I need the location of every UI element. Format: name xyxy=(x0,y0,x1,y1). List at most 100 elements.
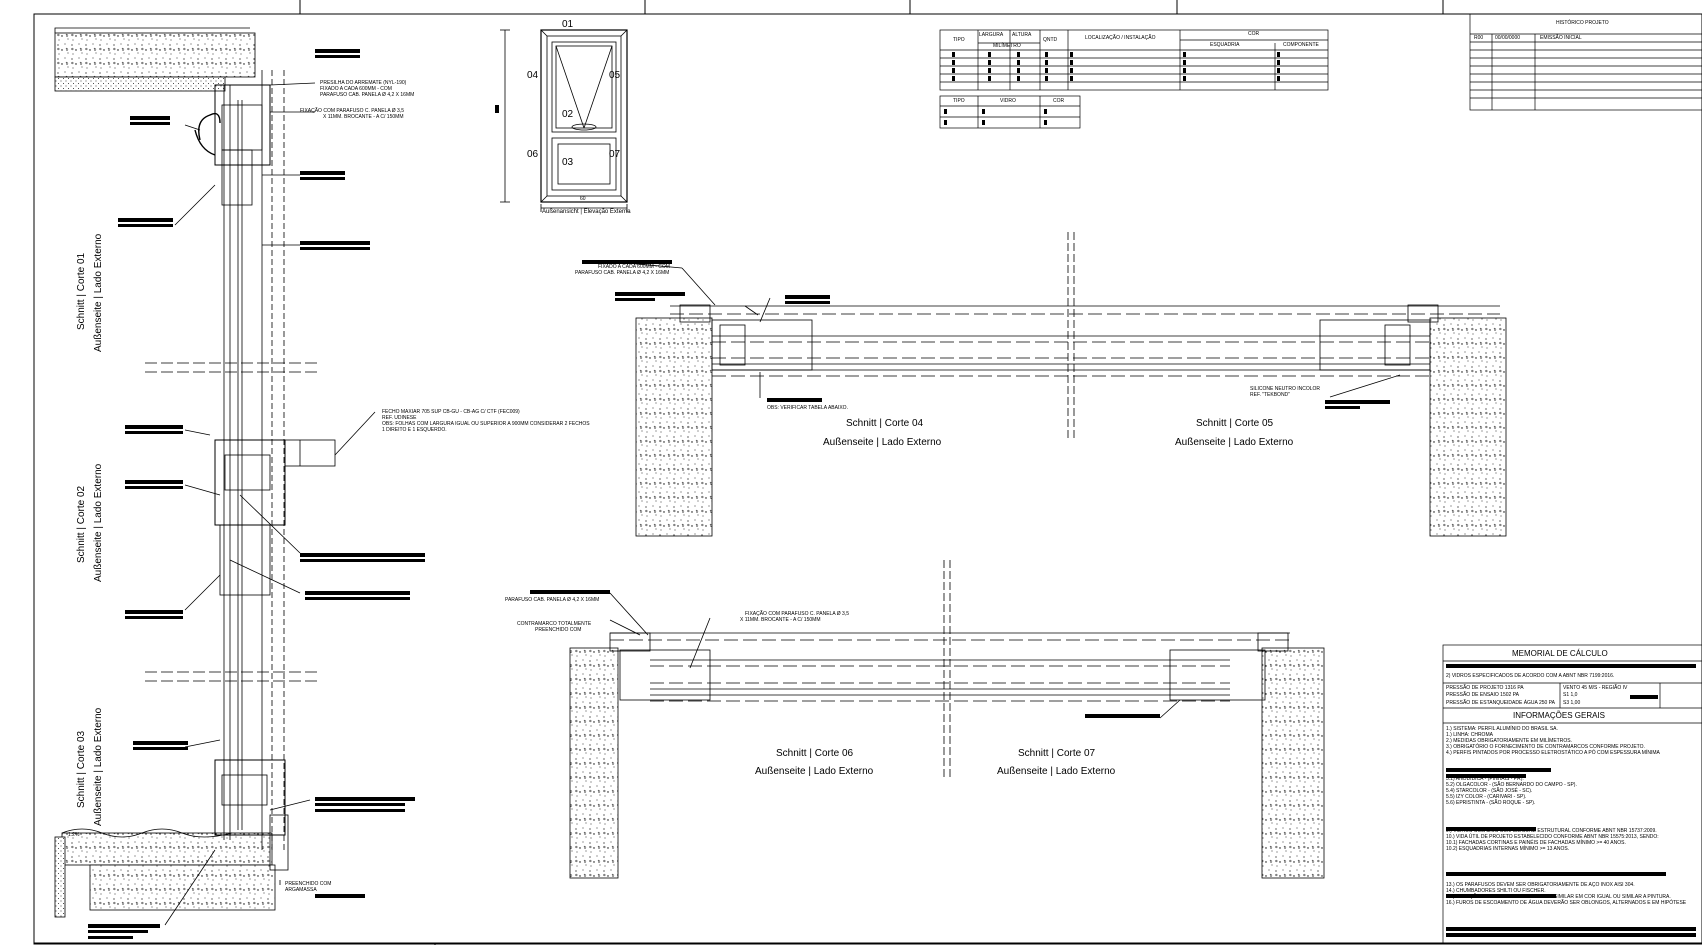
corte01-side: Außenseite | Lado Externo xyxy=(93,233,104,352)
memorial-p3: PRESSÃO DE ESTANQUEIDADE ÁGUA 250 PA xyxy=(1446,700,1556,706)
spec-sub-componente: COMPONENTE xyxy=(1283,42,1319,48)
note-fixacao-h2b: X 11MM. BROCANTE - A C/ 150MM xyxy=(740,617,821,623)
info-line: 1.) LINHA: CHROMA xyxy=(1446,732,1493,738)
elev-mark-04: 04 xyxy=(527,70,539,81)
note-obs-tabela: OBS: VERIFICAR TABELA ABAIXO. xyxy=(767,405,848,411)
note-argamassa: ARGAMASSA xyxy=(285,887,317,893)
elev-mark-03: 03 xyxy=(562,157,574,168)
note-silicone: SILICONE NEUTRO INCOLOR xyxy=(1250,386,1321,392)
note-tekbond: REF. "TEKBOND" xyxy=(1250,392,1290,398)
info-line: 15.) VEDAÇÃO COM SILICONE TEKBOND OU SIM… xyxy=(1446,894,1671,900)
memorial-line1: 2) VIDROS ESPECIFICADOS DE ACORDO COM A … xyxy=(1446,673,1615,679)
corte05-label: Schnitt | Corte 05 xyxy=(1196,418,1274,429)
glass-header-cor: COR xyxy=(1053,98,1065,104)
spec-header-local: LOCALIZAÇÃO / INSTALAÇÃO xyxy=(1085,35,1156,41)
note-ref-udinese: REF. UDINESE xyxy=(382,415,417,421)
glass-header-tipo: TIPO xyxy=(953,98,965,104)
memorial-p1: PRESSÃO DE PROJETO 1316 PA xyxy=(1446,685,1524,691)
info-line: 9.) VIDROS COLADOS COM SILICONE ESTRUTUR… xyxy=(1446,828,1657,834)
corte06-side: Außenseite | Lado Externo xyxy=(755,766,874,777)
history-rev: R00 xyxy=(1474,35,1484,41)
elev-mark-07: 07 xyxy=(609,149,621,160)
note-preenchido-h2: PREENCHIDO COM xyxy=(535,627,582,633)
note-parafuso-h1: PARAFUSO CAB. PANELA Ø 4,2 X 16MM xyxy=(575,270,670,276)
history-table xyxy=(1469,13,1702,111)
info-line: 5.5) IZY COLOR - (CARIVARI - SP). xyxy=(1446,794,1527,800)
elev-width-dim: 60 xyxy=(580,196,586,202)
corte01-label: Schnitt | Corte 01 xyxy=(76,252,87,330)
sheet-frame xyxy=(33,0,1702,945)
note-presilha: PRESILHA DO ARREMATE (NYL-190) xyxy=(320,80,407,86)
info-line: 1.) SISTEMA: PERFIL ALUMÍNIO DO BRASIL S… xyxy=(1446,726,1558,732)
corte07-label: Schnitt | Corte 07 xyxy=(1018,748,1096,759)
spec-sub-milimetro: MILÍMETRO xyxy=(993,43,1021,49)
horizontal-section-04-05 xyxy=(614,232,1507,537)
note-slope: 1.2% xyxy=(68,832,80,838)
corte04-side: Außenseite | Lado Externo xyxy=(823,437,942,448)
redacted-labels-left xyxy=(88,49,425,939)
spec-header-cor: COR xyxy=(1248,31,1260,37)
history-date: 00/00/0000 xyxy=(1495,35,1521,41)
info-line: 3.) OBRIGATÓRIO O FORNECIMENTO DE CONTRA… xyxy=(1446,744,1645,750)
corte06-label: Schnitt | Corte 06 xyxy=(776,748,854,759)
info-line: 16.) FUROS DE ESCOAMENTO DE ÁGUA DEVERÃO… xyxy=(1446,900,1687,906)
memorial-redactions xyxy=(1446,664,1696,937)
spec-header-tipo: TIPO xyxy=(953,37,965,43)
elev-mark-02: 02 xyxy=(562,109,574,120)
memorial-r3: S3 1,00 xyxy=(1563,700,1581,706)
corte02-side: Außenseite | Lado Externo xyxy=(93,463,104,582)
memorial-r1: VENTO 45 M/S - REGIÃO IV xyxy=(1563,685,1628,691)
info-line: 14.) CHUMBADORES SHILTI OU FISCHER. xyxy=(1446,888,1546,894)
spec-table xyxy=(939,29,1329,129)
memorial-box xyxy=(1442,644,1702,944)
info-line: 10.) VIDA ÚTIL DE PROJETO ESTABELECIDO C… xyxy=(1446,834,1659,840)
vertical-section-drawing xyxy=(54,27,376,926)
note-fecho: FECHO MAXIAR 705 SUP CB-GU - CB-AG C/ CT… xyxy=(382,409,520,415)
corte07-side: Außenseite | Lado Externo xyxy=(997,766,1116,777)
redacted-labels-h1 xyxy=(582,260,1390,409)
info-line: 5.6) EPRISTINTA - (SÃO ROQUE - SP). xyxy=(1446,800,1536,806)
corte02-label: Schnitt | Corte 02 xyxy=(76,485,87,563)
note-fixacao-h2: FIXAÇÃO COM PARAFUSO C. PANELA Ø 3,5 xyxy=(745,611,850,617)
info-line: 5.2) OLGACOLOR - (SÃO BERNARDO DO CAMPO … xyxy=(1446,782,1577,788)
info-line: 5.4) STARCOLOR - (SÃO JOSÉ - SC). xyxy=(1446,788,1533,794)
info-lines: 1.) SISTEMA: PERFIL ALUMÍNIO DO BRASIL S… xyxy=(1446,727,1700,907)
history-title: HISTÓRICO PROJETO xyxy=(1556,20,1609,26)
note-parafuso-h2: PARAFUSO CAB. PANELA Ø 4,2 X 16MM xyxy=(505,597,600,603)
info-title: INFORMAÇÕES GERAIS xyxy=(1513,711,1606,720)
spec-header-altura: ALTURA xyxy=(1012,32,1032,38)
history-desc: EMISSÃO INICIAL xyxy=(1540,35,1582,41)
corte03-label: Schnitt | Corte 03 xyxy=(76,730,87,808)
info-line: 13.) OS PARAFUSOS DEVEM SER OBRIGATORIAM… xyxy=(1446,882,1635,888)
horizontal-section-06-07 xyxy=(569,560,1325,879)
corte05-side: Außenseite | Lado Externo xyxy=(1175,437,1294,448)
spec-sub-esquadria: ESQUADRIA xyxy=(1210,42,1240,48)
note-preenchido: PREENCHIDO COM xyxy=(285,881,332,887)
info-line: 10.1) FACHADAS CORTINAS E PAINÉIS DE FAC… xyxy=(1446,840,1626,846)
spec-table-marks xyxy=(944,52,1280,125)
elev-mark-06: 06 xyxy=(527,149,539,160)
redacted-labels-h2 xyxy=(530,590,1160,718)
memorial-p2: PRESSÃO DE ENSAIO 1502 PA xyxy=(1446,692,1519,698)
glass-header-vidro: VIDRO xyxy=(1000,98,1016,104)
memorial-title: MEMORIAL DE CÁLCULO xyxy=(1512,649,1608,658)
note-direito: 1 DIREITO E 1 ESQUERDO. xyxy=(382,427,447,433)
elevation-caption: Außenansicht | Elevação Externa xyxy=(542,209,631,215)
elev-mark-05: 05 xyxy=(609,70,621,81)
note-obs-folhas: OBS: FOLHAS COM LARGURA IGUAL OU SUPERIO… xyxy=(382,421,590,427)
spec-header-largura: LARGURA xyxy=(979,32,1004,38)
elev-mark-01: 01 xyxy=(562,19,574,30)
note-contramarco: CONTRAMARCO TOTALMENTE xyxy=(517,621,592,627)
info-line: 5.1) ANODÍDICA - (PINHAIS - PR). xyxy=(1446,776,1524,782)
spec-header-qntd: QNTD xyxy=(1043,37,1058,43)
memorial-r2: S1 1,0 xyxy=(1563,692,1578,698)
info-line: 10.2) ESQUADRIAS INTERNAS MÍNIMO >= 13 A… xyxy=(1446,846,1570,852)
corte03-side: Außenseite | Lado Externo xyxy=(93,707,104,826)
note-parafuso: PARAFUSO CAB. PANELA Ø 4,2 X 16MM xyxy=(320,92,415,98)
corte04-label: Schnitt | Corte 04 xyxy=(846,418,924,429)
note-fixacao-2: X 11MM. BROCANTE - A C/ 150MM xyxy=(323,114,404,120)
note-fixacao: FIXAÇÃO COM PARAFUSO C. PANELA Ø 3,5 xyxy=(300,108,405,114)
note-fixado: FIXADO A CADA 600MM - COM xyxy=(320,86,392,92)
note-fixado-h1: FIXADO A CADA 600MM - COM xyxy=(598,264,670,270)
